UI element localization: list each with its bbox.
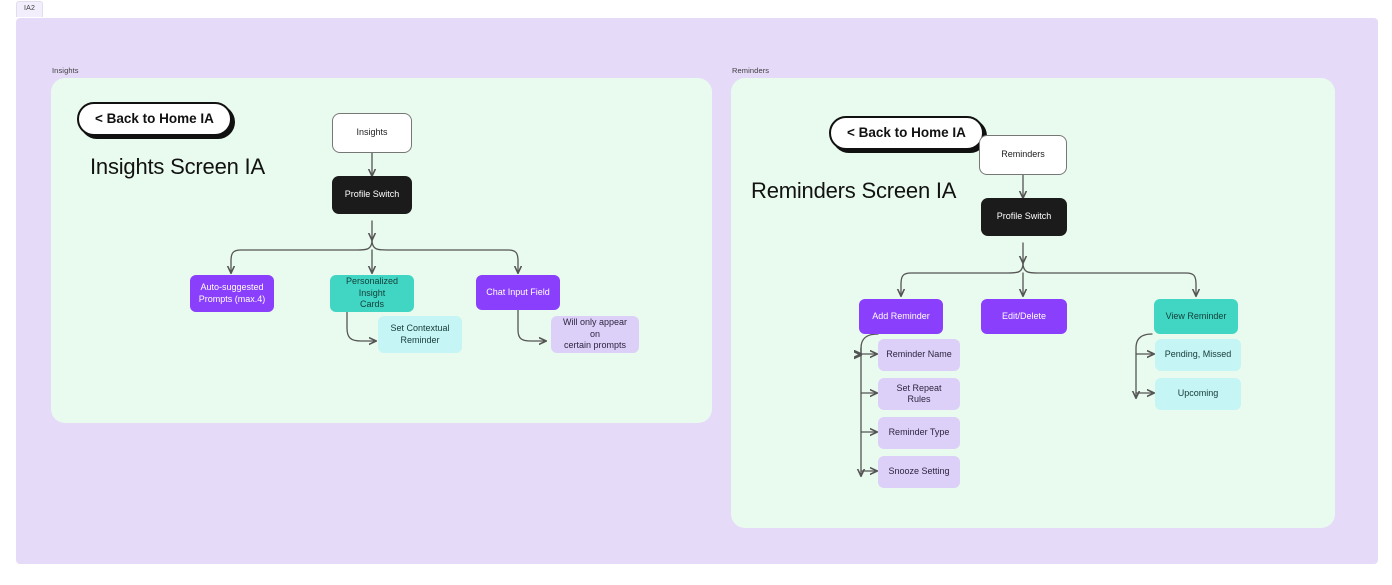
frame-reminders[interactable]: Reminders < Back to Home IA Reminders Sc… [731,66,1335,528]
design-canvas[interactable]: Insights < Back to Home IA Insights Scre… [16,18,1378,564]
node-reminder-type[interactable]: Reminder Type [878,417,960,449]
node-auto-suggested-prompts[interactable]: Auto-suggested Prompts (max.4) [190,275,274,312]
node-pending-missed[interactable]: Pending, Missed [1155,339,1241,371]
node-snooze-setting[interactable]: Snooze Setting [878,456,960,488]
node-view-reminder[interactable]: View Reminder [1154,299,1238,334]
node-set-repeat-rules[interactable]: Set Repeat Rules [878,378,960,410]
node-profile-switch[interactable]: Profile Switch [332,176,412,214]
page-title-insights: Insights Screen IA [90,154,265,179]
node-edit-delete[interactable]: Edit/Delete [981,299,1067,334]
node-personalized-insight-cards[interactable]: Personalized Insight Cards [330,275,414,312]
node-set-contextual-reminder[interactable]: Set Contextual Reminder [378,316,462,353]
node-profile-switch[interactable]: Profile Switch [981,198,1067,236]
node-reminder-name[interactable]: Reminder Name [878,339,960,371]
browser-tab-strip: IA2 [0,0,1392,18]
frame-label-reminders[interactable]: Reminders [732,66,770,75]
back-to-home-ia-button-insights[interactable]: < Back to Home IA [77,102,232,136]
frame-label-insights[interactable]: Insights [52,66,79,75]
node-prompt-availability-note[interactable]: Will only appear on certain prompts [551,316,639,353]
page-title-reminders: Reminders Screen IA [751,178,957,203]
node-chat-input-field[interactable]: Chat Input Field [476,275,560,310]
back-to-home-ia-button-reminders[interactable]: < Back to Home IA [829,116,984,150]
browser-tab-ia2[interactable]: IA2 [16,1,44,17]
frame-insights[interactable]: Insights < Back to Home IA Insights Scre… [51,66,712,423]
node-upcoming[interactable]: Upcoming [1155,378,1241,410]
node-add-reminder[interactable]: Add Reminder [859,299,943,334]
node-insights-root[interactable]: Insights [332,113,412,153]
node-reminders-root[interactable]: Reminders [979,135,1067,175]
